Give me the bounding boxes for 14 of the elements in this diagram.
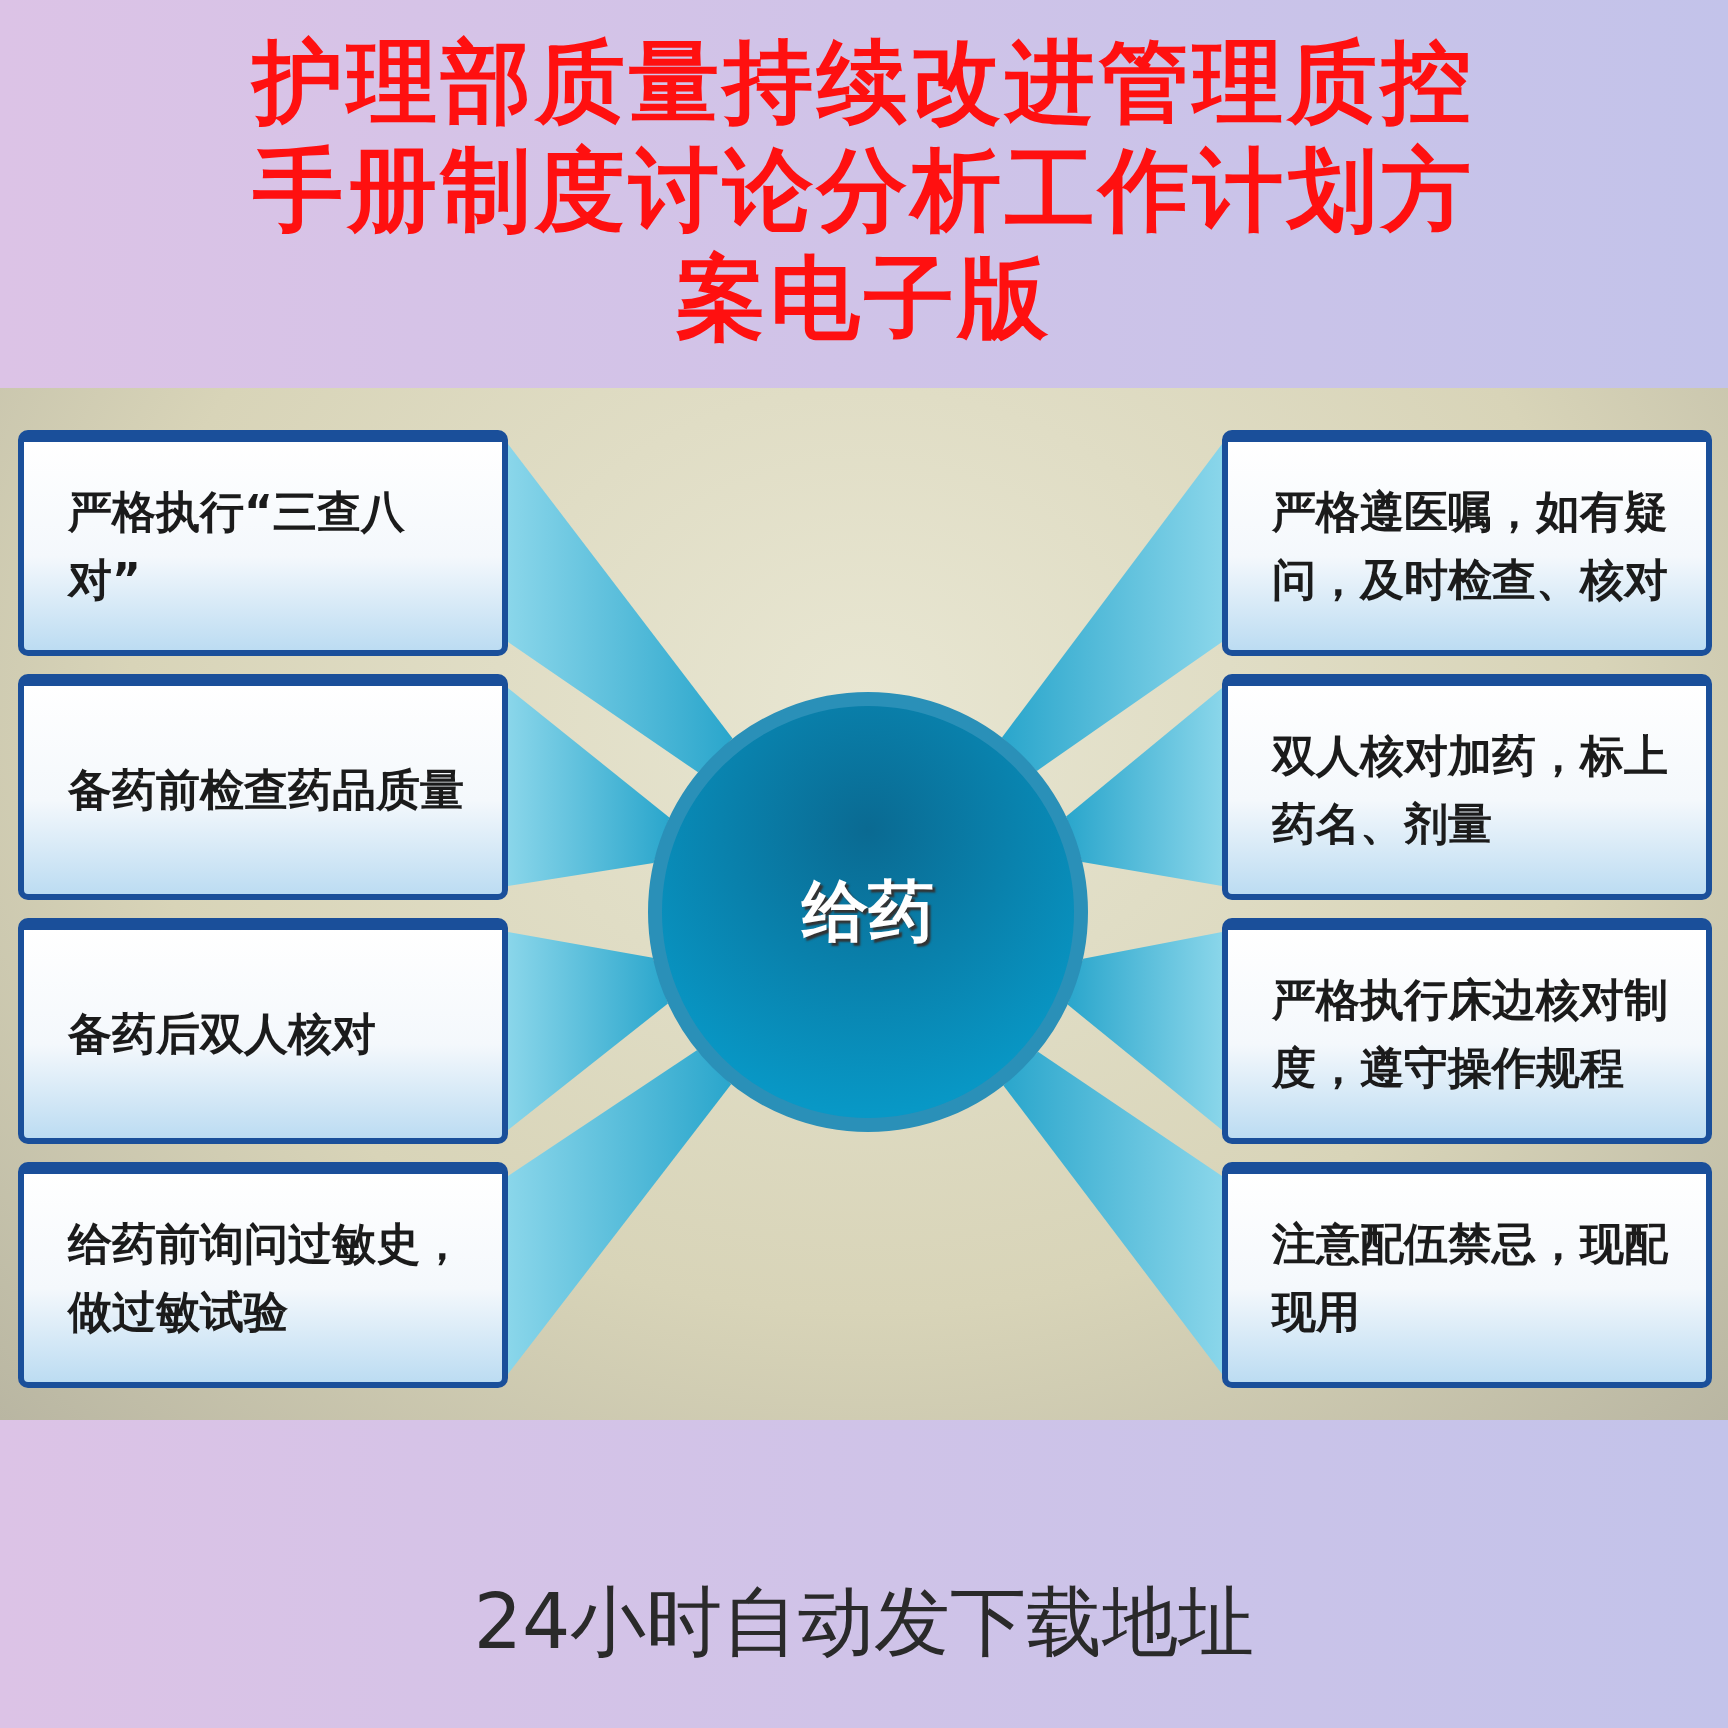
text-box: 严格执行“三查八对” [18,430,508,656]
connector-beam [508,444,733,773]
connector-beam [1066,688,1222,886]
title: 护理部质量持续改进管理质控手册制度讨论分析工作计划方案电子版 [250,28,1478,352]
connector-beam [1003,1051,1222,1374]
connector-beam [508,1050,732,1374]
text-box: 严格遵医嘱，如有疑问，及时检查、核对 [1222,430,1712,656]
connector-beam [508,688,670,886]
footer-text: 24小时自动发下载地址 [472,1576,1256,1668]
connector-beam [508,932,668,1130]
connector-beam [1001,444,1222,771]
text-box: 注意配伍禁忌，现配现用 [1222,1162,1712,1388]
connector-beam [1067,932,1222,1130]
text-box: 给药前询问过敏史，做过敏试验 [18,1162,508,1388]
